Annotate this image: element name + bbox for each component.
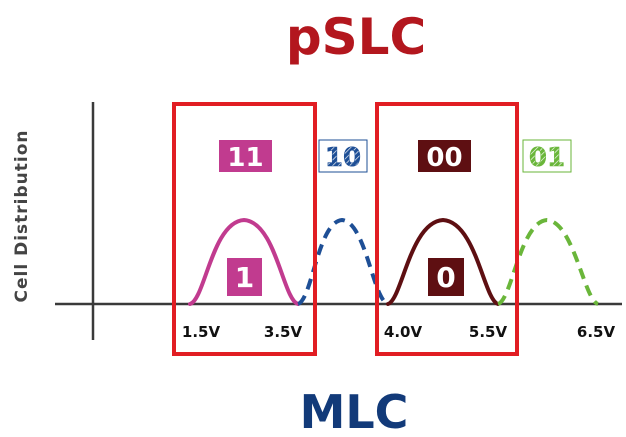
- mlc-state-11-label: 11: [227, 143, 263, 173]
- voltage-label-3: 4.0V: [384, 323, 423, 341]
- distribution-curve-00: [386, 217, 500, 306]
- mlc-state-10-label: 10: [325, 143, 361, 173]
- pslc-state-1-label: 1: [235, 261, 254, 294]
- mlc-state-00: 00: [418, 140, 471, 173]
- pslc-state-0: 0: [428, 258, 464, 296]
- distribution-curve-11: [188, 217, 300, 306]
- pslc-state-0-label: 0: [436, 261, 455, 294]
- mlc-state-01-label: 01: [529, 143, 565, 173]
- mlc-state-00-label: 00: [426, 143, 462, 173]
- mlc-state-10: 10: [318, 139, 368, 173]
- mlc-state-01: 01: [522, 139, 572, 173]
- pslc-region-frame-1: [172, 102, 317, 356]
- pslc-state-1: 1: [227, 258, 262, 296]
- voltage-label-1: 1.5V: [182, 323, 221, 341]
- pslc-region-frame-0: [375, 102, 519, 356]
- mlc-state-11: 11: [219, 140, 272, 173]
- diagram-footer: MLC: [300, 385, 409, 437]
- distribution-curve-01: [496, 217, 600, 306]
- distribution-curve-10: [296, 217, 390, 306]
- diagram-title: pSLC: [286, 8, 426, 66]
- voltage-label-5: 6.5V: [577, 323, 616, 341]
- y-axis-label: Cell Distribution: [12, 130, 32, 303]
- voltage-label-4: 5.5V: [469, 323, 508, 341]
- voltage-label-2: 3.5V: [264, 323, 303, 341]
